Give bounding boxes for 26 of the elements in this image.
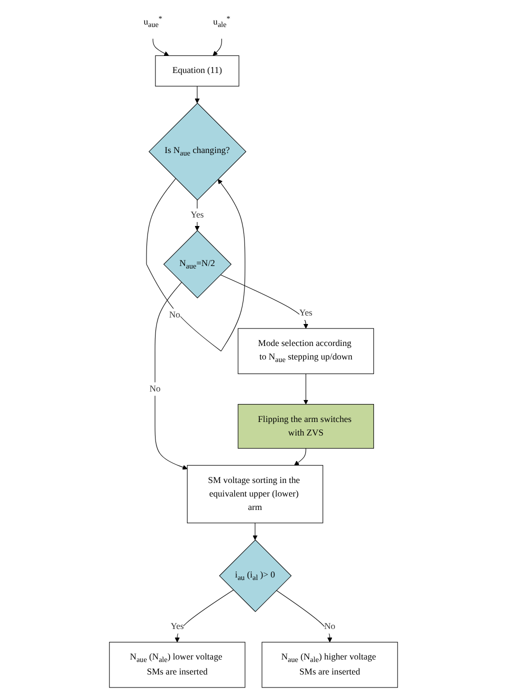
node-box: Flipping the arm switches with ZVS — [238, 404, 374, 449]
arrow — [220, 274, 308, 329]
node-box: Equation (11) — [155, 55, 240, 86]
edge-label: Yes — [190, 210, 204, 220]
node-diamond: i$_{au}$ (i$_{al}$ )> 0 — [219, 540, 292, 612]
arrow — [194, 86, 200, 104]
arrow — [154, 282, 188, 470]
arrow — [212, 38, 222, 56]
edge-label: Yes — [299, 308, 312, 318]
arrow — [174, 590, 234, 642]
node-box: Mode selection according to N$_{aue}$ stepping up/down — [238, 328, 374, 374]
arrow — [276, 590, 332, 642]
node-box: SM voltage sorting in the equivalent upper (lower) arm — [186, 465, 324, 524]
node-box: N$_{aue}$ (N$_{ale}$) higher voltage SMs are inserted — [262, 642, 398, 688]
arrow — [152, 38, 169, 56]
arrow — [252, 522, 258, 540]
arrow — [303, 374, 308, 405]
node-diamond: Is N$_{aue}$ changing? — [148, 102, 246, 200]
edge-label: No — [324, 622, 336, 632]
node-diamond: N$_{aue}$=N/2 — [163, 230, 232, 298]
edge-label: No — [149, 384, 161, 394]
edge-label: Yes — [170, 622, 184, 632]
edge-label: No — [169, 310, 180, 320]
arrow — [146, 178, 246, 352]
arrow — [294, 448, 306, 466]
node-box: N$_{aue}$ (N$_{ale}$) lower voltage SMs are inserted — [109, 642, 246, 688]
